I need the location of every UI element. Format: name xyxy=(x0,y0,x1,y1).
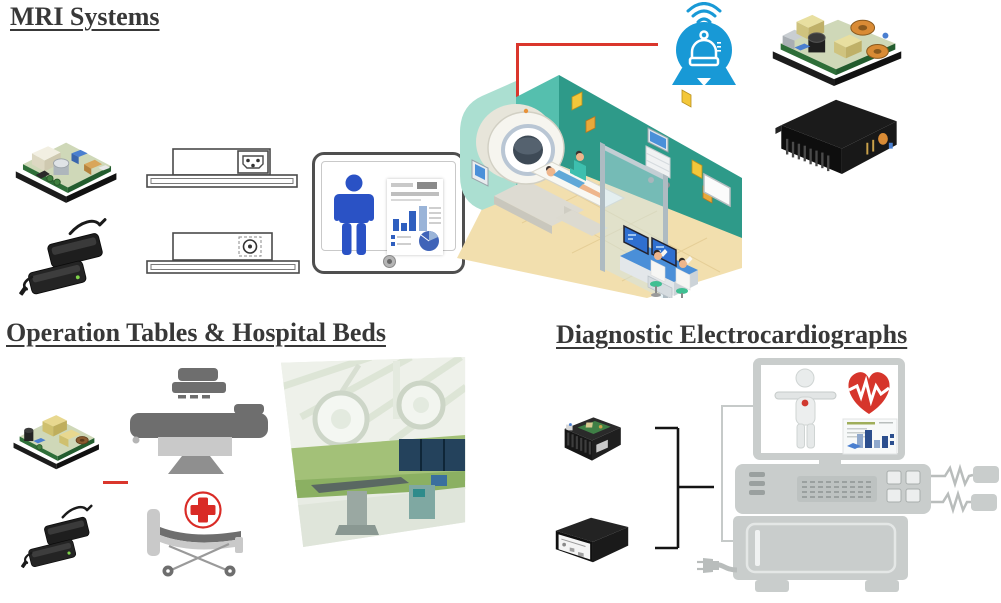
enclosed-box-psu-icon xyxy=(552,514,632,566)
medical-cart-icon xyxy=(645,127,671,188)
enclosed-chassis-psu-icon xyxy=(772,88,904,176)
ecg-report-icon xyxy=(842,418,898,455)
technicians-icon xyxy=(650,249,693,298)
open-frame-psu-orange-icon xyxy=(768,4,908,88)
electrode-leads-icon xyxy=(931,463,974,515)
tablet-device xyxy=(312,152,465,274)
heart-ecg-icon xyxy=(848,372,890,414)
ecg-buttons xyxy=(886,470,921,503)
open-frame-psu-icon xyxy=(14,124,120,208)
rear-panel-iec-inlet-icon xyxy=(145,146,300,190)
power-adapters-2-icon xyxy=(20,495,102,573)
person-pictogram-icon xyxy=(331,173,377,259)
power-adapters-icon xyxy=(18,208,118,300)
red-cross-icon xyxy=(183,490,223,530)
operation-section-title: Operation Tables & Hospital Beds xyxy=(6,318,386,347)
red-dash-connector xyxy=(103,481,128,484)
open-frame-psu-2-icon xyxy=(12,402,102,474)
patient-3d-figure-icon xyxy=(774,368,837,449)
mri-scanner-badge-icon xyxy=(662,2,746,86)
ecg-base-unit xyxy=(733,516,908,580)
mri-room-illustration xyxy=(452,68,745,298)
rear-panel-dc-jack-icon xyxy=(145,230,302,276)
ecg-machine-illustration xyxy=(697,356,1001,602)
whiteboard-icon xyxy=(703,172,731,208)
hospital-bed-icon xyxy=(143,509,257,579)
bracket-connector xyxy=(652,425,716,551)
u-channel-psu-icon xyxy=(556,408,628,470)
operating-room-photo xyxy=(281,357,466,547)
operation-table-icon xyxy=(128,366,268,478)
power-plug-icon xyxy=(697,558,738,573)
red-connector-to-badge xyxy=(516,43,658,46)
tablet-home-button xyxy=(383,255,396,268)
red-connector-vertical xyxy=(516,43,519,113)
report-document-icon xyxy=(387,179,443,255)
ecg-section-title: Diagnostic Electrocardiographs xyxy=(556,320,908,349)
nurse-icon xyxy=(570,150,586,181)
mri-section-title: MRI Systems xyxy=(10,2,160,31)
